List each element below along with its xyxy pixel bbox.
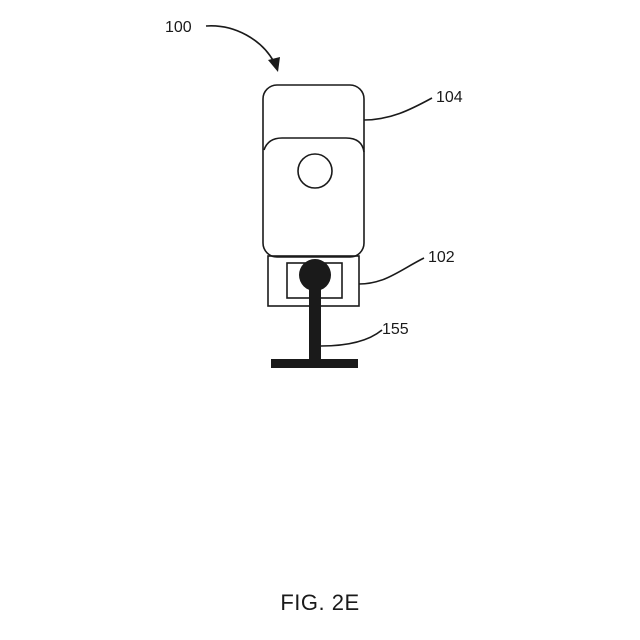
label-104: 104 xyxy=(436,89,463,106)
mount-post xyxy=(309,288,321,360)
arrow-100-head xyxy=(268,57,280,72)
label-155: 155 xyxy=(382,321,409,338)
lens-circle xyxy=(298,154,332,188)
mount-base xyxy=(271,359,358,368)
label-102: 102 xyxy=(428,249,455,266)
arrow-100-leader xyxy=(206,26,274,62)
leader-102 xyxy=(359,258,424,284)
label-100: 100 xyxy=(165,19,192,36)
figure-caption: FIG. 2E xyxy=(0,590,640,616)
leader-155 xyxy=(321,330,382,346)
upper-housing-body xyxy=(263,85,364,257)
ball-joint xyxy=(299,259,331,291)
leader-104 xyxy=(364,98,432,120)
upper-housing-cap-divider xyxy=(264,138,364,152)
